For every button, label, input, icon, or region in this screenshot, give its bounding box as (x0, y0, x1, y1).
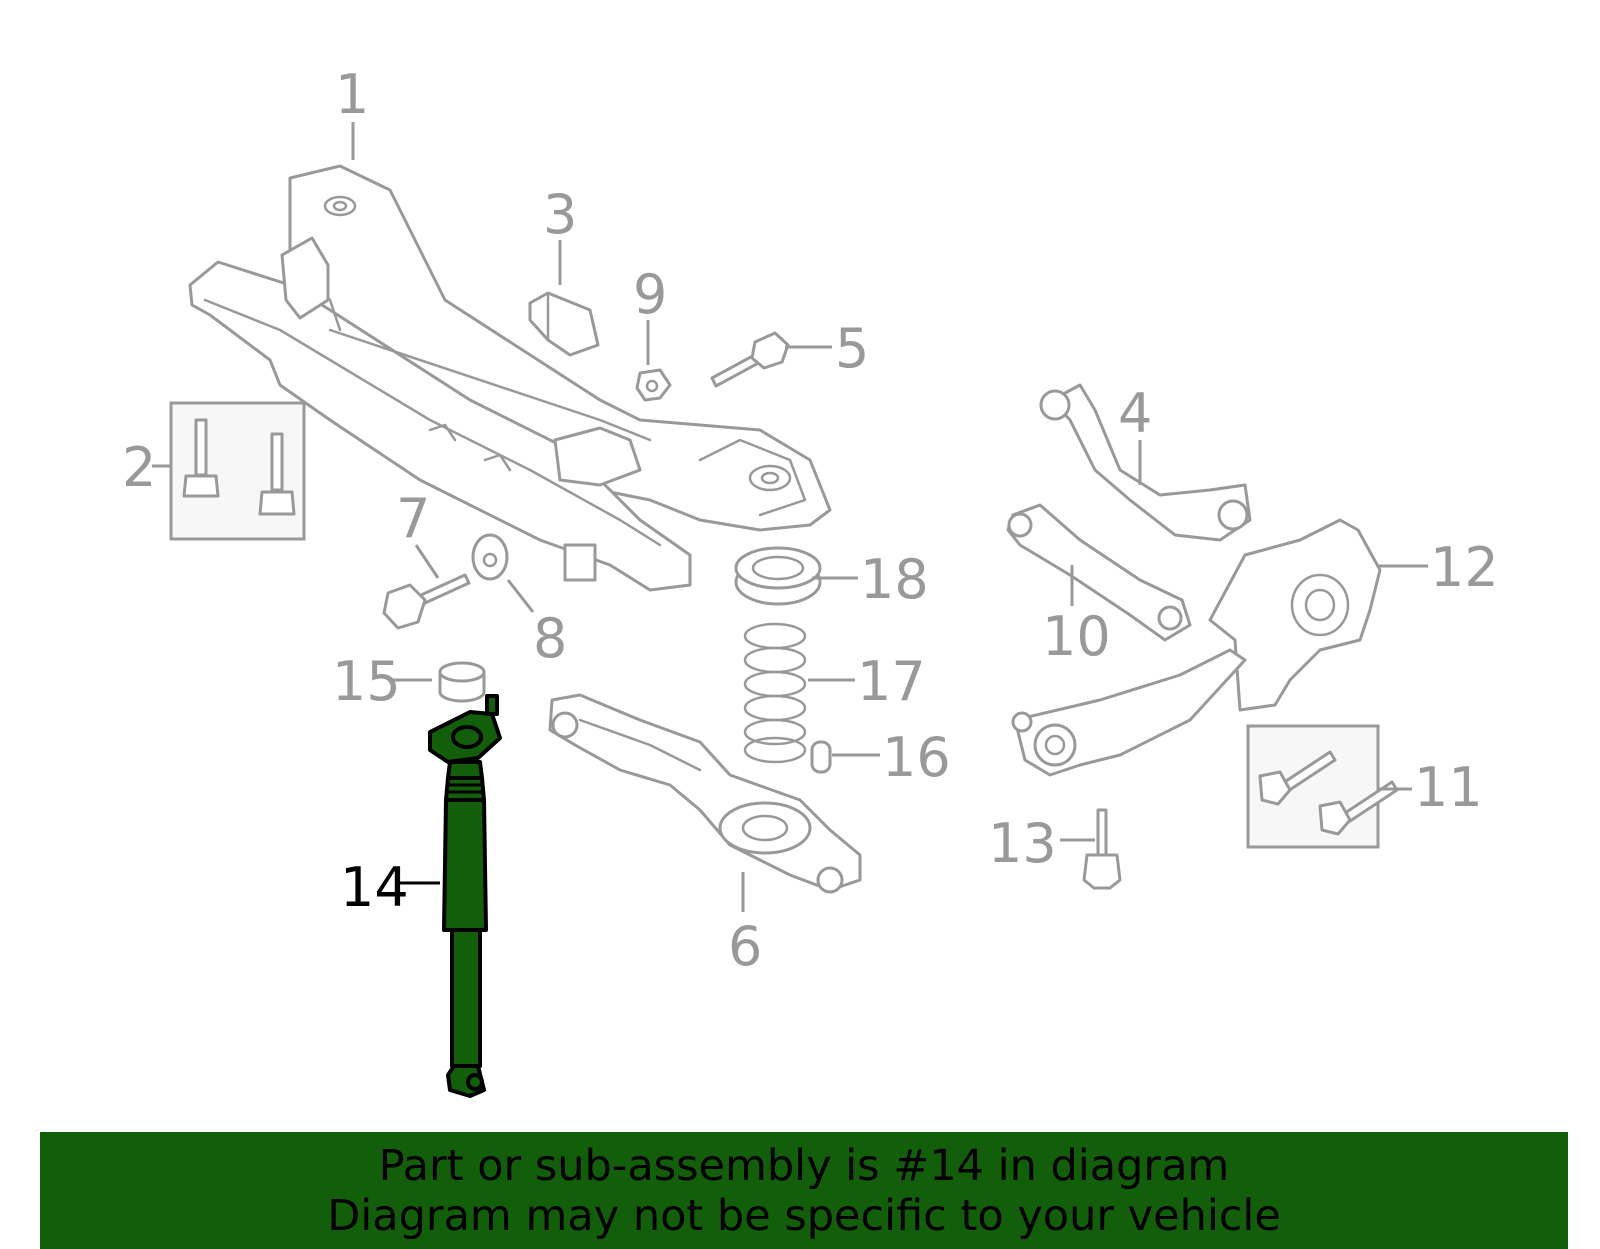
shock-absorber-part[interactable] (428, 694, 502, 1098)
upper-control-arm-part[interactable] (1039, 383, 1252, 542)
callout-15[interactable]: 15 (332, 650, 401, 713)
callout-1[interactable]: 1 (335, 63, 369, 126)
callout-2[interactable]: 2 (122, 436, 156, 499)
callout-11[interactable]: 11 (1414, 756, 1483, 819)
bracket-part[interactable] (528, 291, 600, 357)
callout-17[interactable]: 17 (857, 650, 926, 713)
lateral-link-part[interactable] (1006, 503, 1192, 642)
nut-part[interactable] (635, 368, 672, 402)
callout-6[interactable]: 6 (728, 915, 762, 978)
bolts-box-part[interactable] (169, 401, 306, 541)
coil-spring-part[interactable] (743, 622, 807, 764)
info-banner: Part or sub-assembly is #14 in diagram D… (40, 1132, 1568, 1249)
bump-stop-part[interactable] (438, 661, 486, 703)
banner-line-disclaimer: Diagram may not be specific to your vehi… (327, 1191, 1281, 1241)
callout-4[interactable]: 4 (1118, 382, 1152, 445)
callout-18[interactable]: 18 (860, 548, 929, 611)
callout-16[interactable]: 16 (882, 726, 951, 789)
callout-3[interactable]: 3 (543, 183, 577, 246)
callout-12[interactable]: 12 (1430, 536, 1499, 599)
callout-14[interactable]: 14 (340, 856, 409, 919)
callout-10[interactable]: 10 (1042, 605, 1111, 668)
spring-seat-part[interactable] (734, 546, 822, 606)
callout-9[interactable]: 9 (633, 263, 667, 326)
crossmember-part[interactable] (188, 164, 832, 592)
bolt-7-part[interactable] (382, 573, 471, 630)
washer-part[interactable] (471, 533, 509, 581)
callout-5[interactable]: 5 (835, 317, 869, 380)
stud-bolt-part[interactable] (1082, 808, 1122, 890)
bolts-box-11-part[interactable] (1246, 724, 1399, 849)
callout-13[interactable]: 13 (988, 812, 1057, 875)
leader-lines (152, 122, 1428, 912)
bolt-5-part[interactable] (710, 331, 790, 388)
callout-7[interactable]: 7 (396, 487, 430, 550)
callouts: 1 2 3 4 5 6 7 8 9 10 11 12 13 14 15 16 1… (122, 63, 1499, 978)
callout-8[interactable]: 8 (533, 607, 567, 670)
knuckle-part[interactable] (1011, 518, 1382, 777)
banner-line-part-number: Part or sub-assembly is #14 in diagram (378, 1141, 1230, 1191)
bushing-part[interactable] (810, 740, 832, 774)
lower-control-arm-part[interactable] (548, 693, 862, 894)
